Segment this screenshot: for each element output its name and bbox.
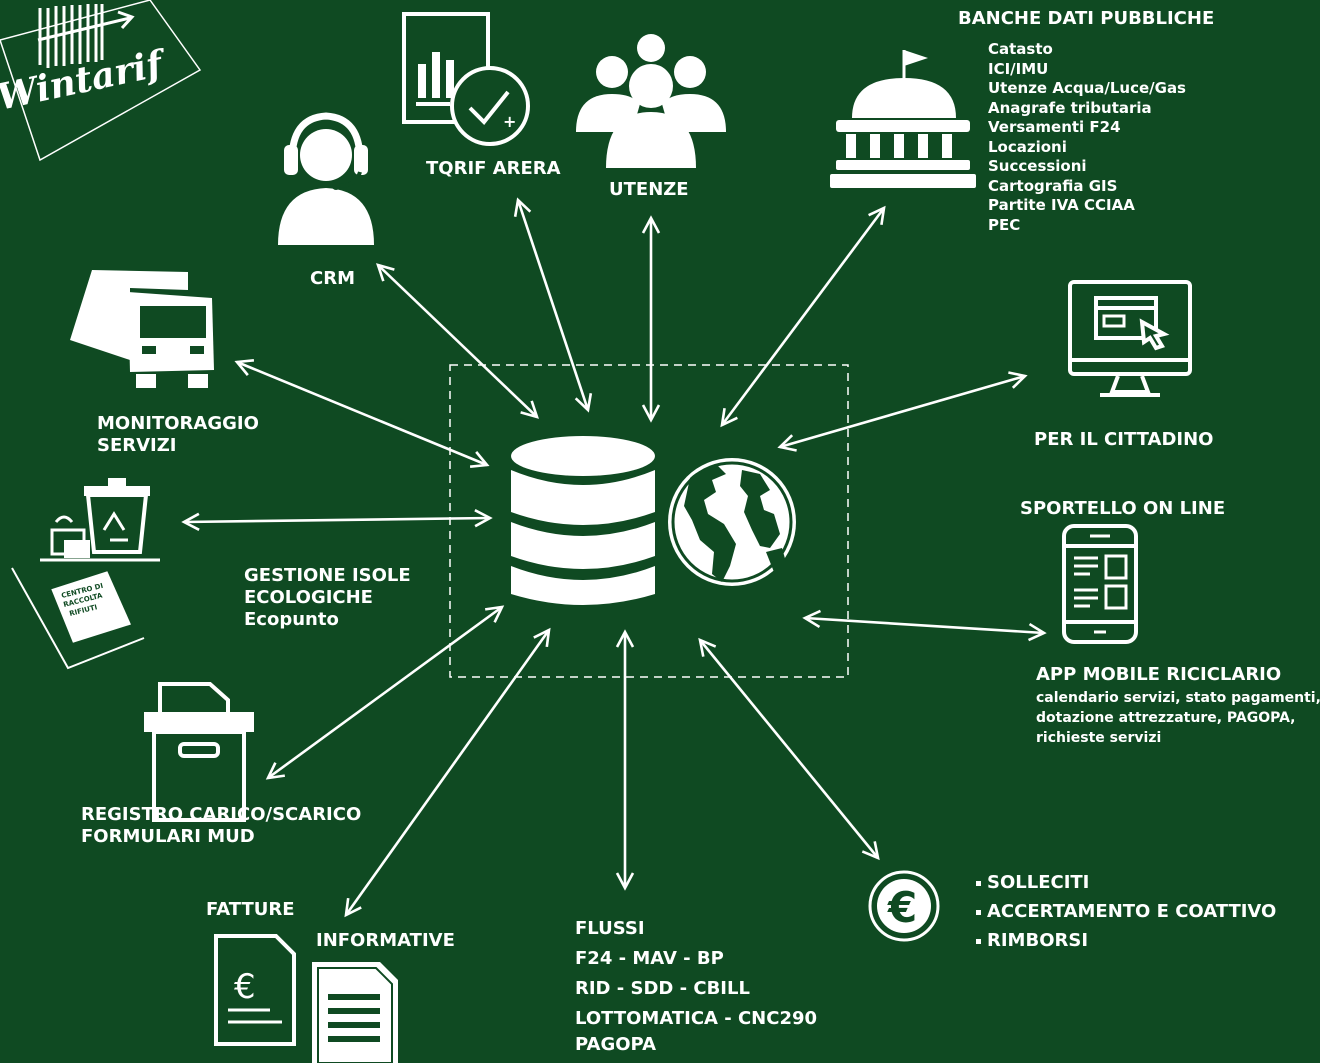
banche-item: Partite IVA CCIAA bbox=[988, 196, 1135, 214]
flussi-label: FLUSSI F24 - MAV - BP RID - SDD - CBILL … bbox=[575, 918, 818, 1055]
arrow-crm bbox=[376, 263, 539, 419]
truck-icon bbox=[70, 270, 214, 388]
database-icon bbox=[511, 436, 655, 605]
document-icon bbox=[312, 962, 398, 1063]
banche-item: Successioni bbox=[988, 157, 1087, 175]
cittadino-label: PER IL CITTADINO bbox=[1034, 429, 1214, 450]
government-building-icon bbox=[830, 50, 976, 188]
smartphone-app-icon bbox=[1062, 524, 1138, 644]
arrow-registro bbox=[265, 605, 505, 780]
arrow-fatture bbox=[344, 627, 551, 918]
svg-text:+: + bbox=[503, 112, 516, 131]
arrow-app bbox=[802, 609, 1047, 642]
banche-item: ICI/IMU bbox=[988, 59, 1049, 78]
arrow-cittadino bbox=[777, 371, 1028, 452]
utenze-label: UTENZE bbox=[609, 179, 689, 200]
crm-label: CRM bbox=[310, 268, 355, 289]
tqrif-label: TQRIF ARERA bbox=[426, 158, 561, 179]
recycling-bin-icon: CENTRO DI RACCOLTA RIFIUTI bbox=[11, 478, 160, 670]
banche-item: Utenze Acqua/Luce/Gas bbox=[988, 79, 1186, 97]
svg-text:€: € bbox=[234, 967, 256, 1007]
fatture-label: FATTURE bbox=[206, 899, 295, 920]
invoice-euro-icon: € bbox=[214, 934, 296, 1046]
arrow-euro bbox=[698, 637, 880, 861]
euro-list: SOLLECITI ACCERTAMENTO E COATTIVO RIMBOR… bbox=[976, 868, 1276, 955]
euro-coin-icon: € bbox=[868, 870, 940, 942]
users-group-icon bbox=[576, 34, 726, 168]
logo-text: Wintarif bbox=[0, 42, 171, 119]
banche-item: Locazioni bbox=[988, 137, 1067, 156]
connection-arrows bbox=[181, 197, 1047, 918]
euro-item: ACCERTAMENTO E COATTIVO bbox=[976, 897, 1276, 926]
registro-label: REGISTRO CARICO/SCARICO FORMULARI MUD bbox=[81, 804, 362, 847]
globe-icon bbox=[668, 458, 796, 586]
svg-text:€: € bbox=[887, 883, 917, 932]
informative-label: INFORMATIVE bbox=[316, 930, 455, 951]
isole-label: GESTIONE ISOLE ECOLOGICHE Ecopunto bbox=[244, 565, 411, 630]
banche-item: Catasto bbox=[988, 40, 1053, 58]
app-description: calendario servizi, stato pagamenti, dot… bbox=[1036, 690, 1320, 746]
banche-item: Anagrafe tributaria bbox=[988, 98, 1152, 117]
banche-title: BANCHE DATI PUBBLICHE bbox=[958, 8, 1215, 29]
wintarif-logo: Wintarif bbox=[0, 0, 202, 162]
banche-list: Catasto ICI/IMU Utenze Acqua/Luce/Gas An… bbox=[988, 40, 1186, 235]
monitoraggio-label: MONITORAGGIO SERVIZI bbox=[97, 413, 259, 456]
sportello-label: SPORTELLO ON LINE bbox=[1020, 498, 1226, 519]
report-check-icon: + bbox=[402, 12, 530, 146]
euro-item: SOLLECITI bbox=[976, 868, 1276, 897]
banche-item: Cartografia GIS bbox=[988, 176, 1118, 195]
desktop-monitor-icon bbox=[1068, 280, 1192, 397]
euro-item: RIMBORSI bbox=[976, 926, 1276, 955]
banche-item: PEC bbox=[988, 215, 1021, 234]
arrow-monitoraggio bbox=[234, 359, 490, 468]
archive-box-icon bbox=[144, 682, 254, 822]
headset-operator-icon bbox=[278, 112, 374, 245]
arrow-banche bbox=[720, 205, 886, 428]
arrow-tqrif bbox=[513, 197, 593, 413]
arrow-isole bbox=[181, 509, 493, 531]
app-title: APP MOBILE RICICLARIO bbox=[1036, 664, 1282, 685]
banche-item: Versamenti F24 bbox=[988, 118, 1121, 136]
